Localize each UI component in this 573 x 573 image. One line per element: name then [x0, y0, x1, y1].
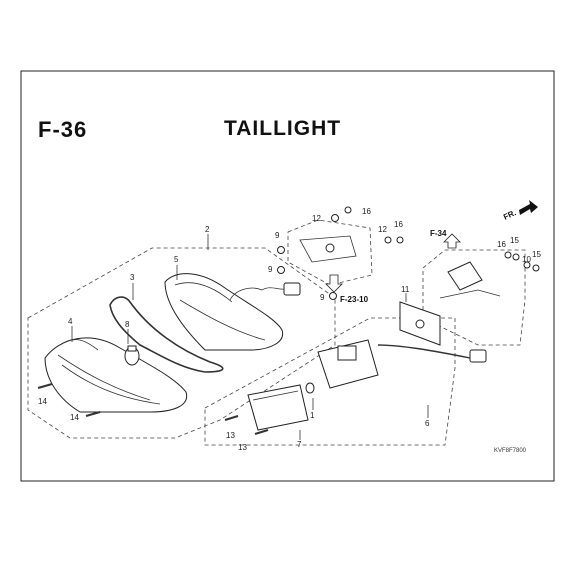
- nut-9b: [277, 266, 285, 274]
- callout-12a: 12: [312, 214, 321, 223]
- nut-15b: [532, 264, 540, 272]
- housing-socket: [229, 287, 263, 301]
- callout-9c: 9: [320, 293, 325, 302]
- license-bulb: [305, 382, 315, 394]
- housing-rim: [174, 282, 233, 303]
- screw-14a: [37, 383, 53, 389]
- screw-13b: [254, 429, 269, 435]
- housing-connector: [283, 282, 301, 296]
- assembly-6-outline: [204, 317, 456, 446]
- license-socket: [337, 345, 357, 361]
- bulb-base: [127, 345, 137, 352]
- housing-inner: [179, 299, 266, 341]
- rear-reflector: [447, 261, 483, 291]
- license-light-edge: [252, 390, 299, 401]
- screw-14b: [85, 411, 101, 417]
- ref-arrow-up-icon: [443, 233, 461, 249]
- front-direction-label: FR.: [502, 208, 517, 222]
- wire-harness: [109, 296, 224, 373]
- license-wire: [377, 344, 471, 359]
- washer-12b: [384, 236, 392, 244]
- callout-4: 4: [68, 317, 73, 326]
- callout-5: 5: [174, 255, 179, 264]
- lens-cover-line-2: [61, 364, 161, 405]
- callout-11: 11: [401, 285, 410, 294]
- callout-2: 2: [205, 225, 210, 234]
- lens-cover-line: [57, 354, 151, 401]
- nut-10: [523, 261, 531, 269]
- lens-cover-edge: [59, 339, 99, 351]
- callout-3: 3: [130, 273, 135, 282]
- housing-wire: [261, 287, 285, 291]
- screw-13a: [224, 415, 239, 421]
- washer-12a: [331, 214, 339, 222]
- callout-1: 1: [310, 411, 315, 420]
- callout-15a: 15: [510, 236, 519, 245]
- page-border: [20, 70, 555, 482]
- callout-6: 6: [425, 419, 430, 428]
- callout-15b: 15: [532, 250, 541, 259]
- callout-8: 8: [125, 320, 130, 329]
- nut-9c: [329, 292, 337, 300]
- callout-9a: 9: [275, 231, 280, 240]
- assembly-2-outline: [27, 247, 336, 439]
- page-title: TAILLIGHT: [224, 117, 342, 140]
- front-direction-arrow-icon: [519, 200, 538, 215]
- callout-16b: 16: [394, 220, 403, 229]
- drawing-code: KVF8F7800: [494, 448, 527, 454]
- callout-9b: 9: [268, 265, 273, 274]
- callout-13a: 13: [226, 431, 235, 440]
- callout-16c: 16: [497, 240, 506, 249]
- nut-9a: [277, 246, 285, 254]
- callout-12b: 12: [378, 225, 387, 234]
- license-light-body: [247, 384, 309, 431]
- plate-hole: [415, 319, 425, 329]
- nut-16a: [344, 206, 352, 214]
- lens-cover: [44, 337, 188, 413]
- bracket-plate: [299, 235, 357, 263]
- callout-14a: 14: [38, 397, 47, 406]
- callout-10: 10: [522, 255, 531, 264]
- nut-15a: [512, 253, 520, 261]
- nut-16c: [504, 251, 512, 259]
- rear-body-line: [439, 289, 501, 299]
- license-connector: [469, 349, 487, 363]
- ref-label-f23-10: F-23-10: [340, 295, 369, 304]
- callout-16a: 16: [362, 207, 371, 216]
- license-bracket: [317, 339, 379, 389]
- bracket-hole: [325, 243, 335, 253]
- callout-13b: 13: [238, 443, 247, 452]
- ref-arrow-down-icon: [325, 274, 343, 293]
- nut-16b: [396, 236, 404, 244]
- figure-code: F-36: [38, 117, 88, 142]
- callout-7: 7: [297, 440, 302, 449]
- ref-label-f34: F-34: [430, 229, 447, 238]
- taillight-housing: [164, 273, 284, 351]
- callout-14b: 14: [70, 413, 79, 422]
